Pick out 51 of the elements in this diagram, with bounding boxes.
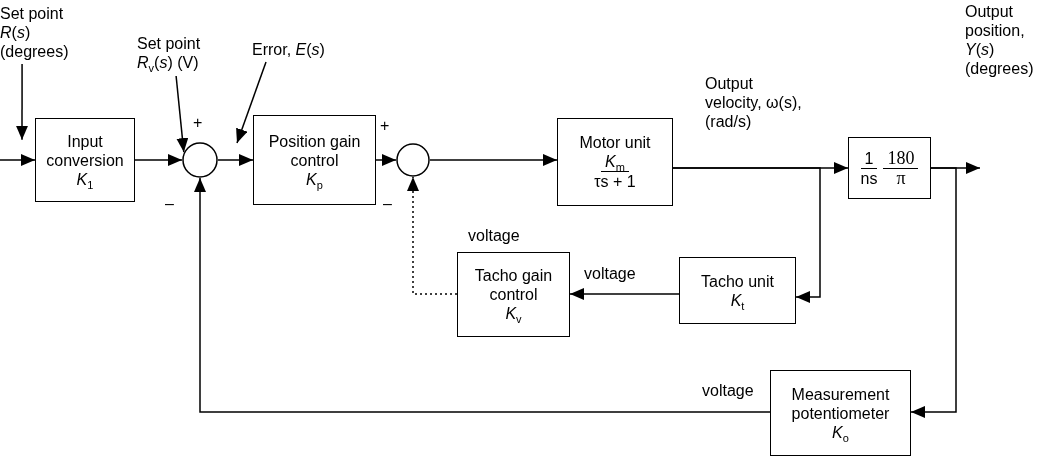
block-box <box>848 137 931 199</box>
gain-symbol: K$_{1}$ <box>76 169 94 189</box>
block-box <box>35 118 135 202</box>
signal-label: voltage <box>468 226 520 245</box>
arrow <box>569 288 680 300</box>
denominator: τs + 1 <box>594 172 636 191</box>
arrow <box>375 154 397 166</box>
denominator: π <box>896 168 906 188</box>
block-box <box>770 370 911 456</box>
block-title: Measurement potentiometer <box>790 384 891 423</box>
numerator: 180 <box>883 148 919 169</box>
arrow <box>429 154 558 166</box>
arrow <box>194 177 771 413</box>
block-title: Tacho gain control <box>473 266 554 304</box>
numerator: K$_{m}$ <box>601 152 629 172</box>
arrow <box>236 61 267 144</box>
input-label: Set point R$_{v}$(s) (V) <box>137 34 222 76</box>
signal-label: Error, E(s) <box>252 40 352 62</box>
summing-junction <box>182 142 218 178</box>
signal-label: Output velocity, ω(s), (rad/s) <box>705 74 803 131</box>
edge-label: voltage <box>582 264 638 283</box>
block-box <box>679 257 796 324</box>
arrow <box>217 154 254 166</box>
block-box <box>253 115 376 205</box>
dotted-arrow <box>407 176 458 295</box>
arrow <box>0 154 36 166</box>
summing-junction <box>396 143 430 177</box>
arrow <box>672 167 821 303</box>
arrow <box>910 167 957 418</box>
arrow <box>134 154 183 166</box>
signal-label: Output position, Y(s) (degrees) <box>965 2 1035 78</box>
edge-label: voltage <box>700 381 756 400</box>
block-box <box>457 252 570 337</box>
block-box <box>557 118 673 206</box>
block-title: Tacho unit <box>701 271 774 291</box>
denominator: ns <box>860 168 878 188</box>
block-title: Motor unit <box>579 133 651 152</box>
sign-label: – <box>165 194 174 213</box>
block-title: Input conversion <box>45 131 125 170</box>
arrow <box>16 63 28 141</box>
input-label: Set point R(s) (degrees) <box>0 4 92 64</box>
numerator: 1 <box>860 148 878 169</box>
sign-label: + <box>193 113 203 132</box>
sign-label: + <box>380 116 390 135</box>
gain-symbol: K$_{v}$ <box>505 304 522 323</box>
gain-symbol: K$_{t}$ <box>730 290 745 310</box>
gain-symbol: K$_{o}$ <box>832 422 849 442</box>
sign-label: – <box>383 194 392 213</box>
arrow <box>175 75 189 153</box>
block-title: Position gain control <box>267 131 362 170</box>
gain-symbol: K$_{p}$ <box>306 169 323 189</box>
